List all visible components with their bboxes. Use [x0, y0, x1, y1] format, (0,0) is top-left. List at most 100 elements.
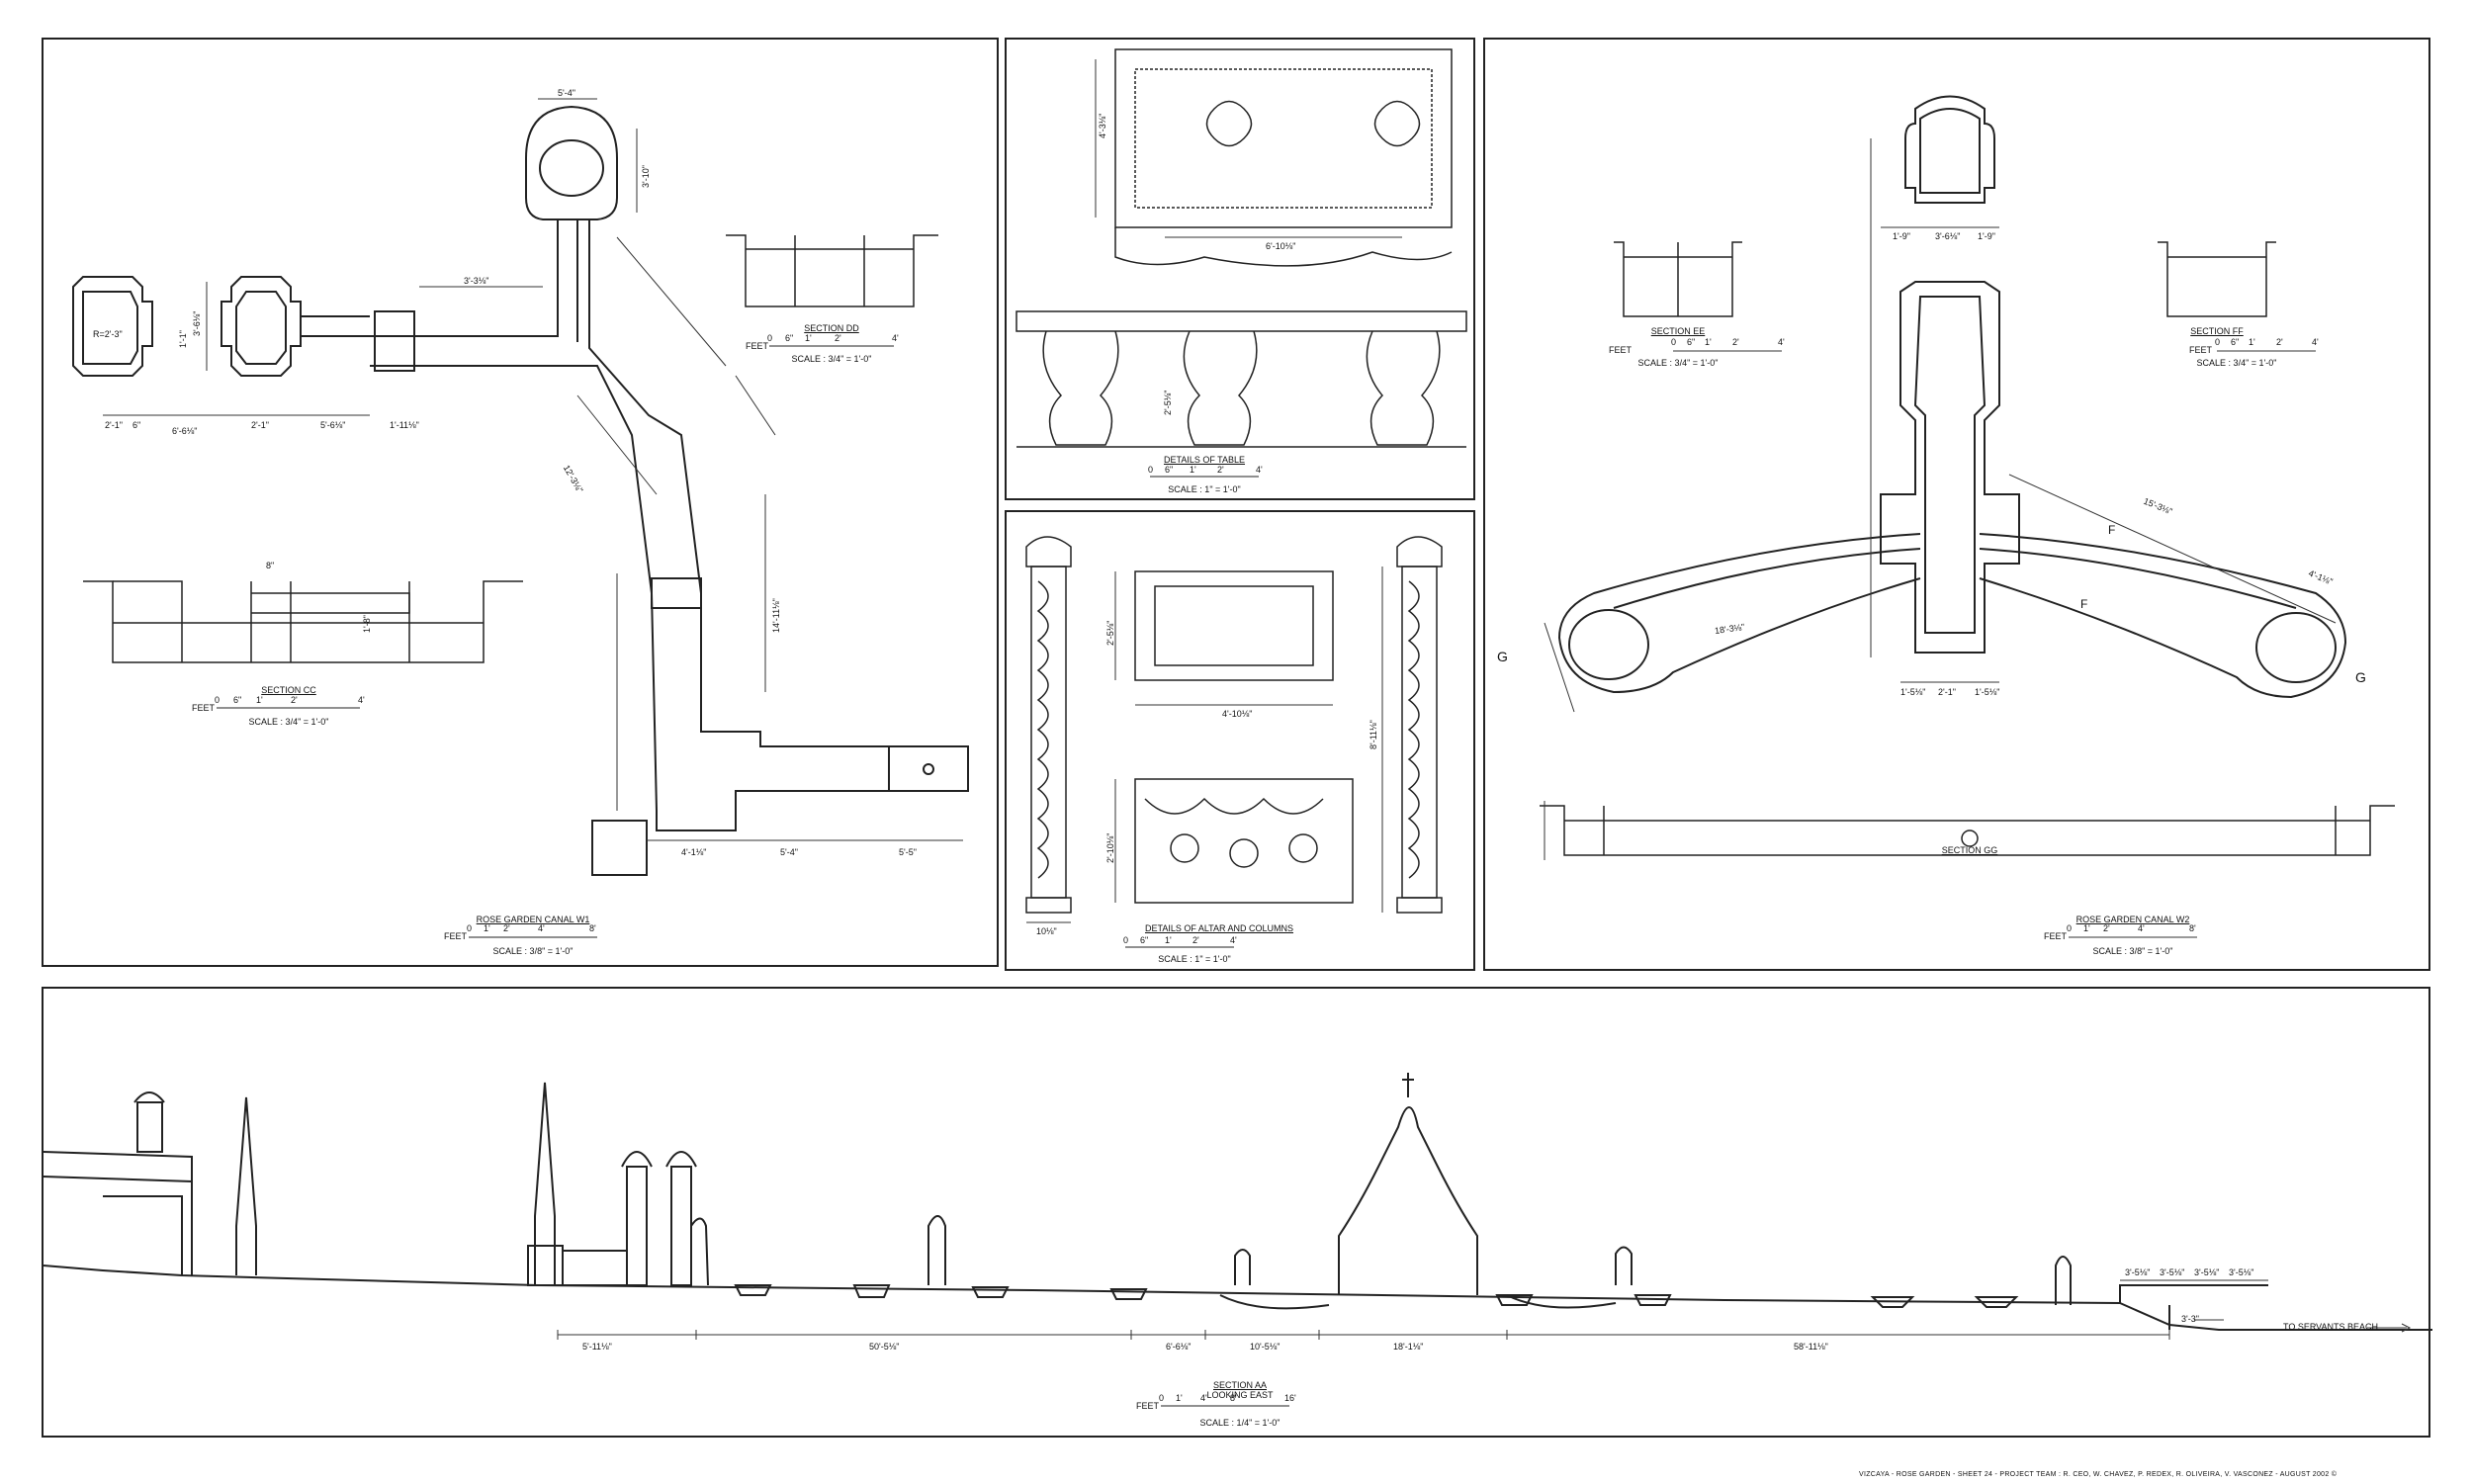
dim-w1-2: 3'-10" [641, 165, 651, 188]
dim-w1-8: 2'-1" [251, 420, 269, 430]
section-ff-tick-4: 4' [2312, 337, 2319, 347]
table-tick-3: 2' [1217, 465, 1224, 475]
aa-tick-2: 4' [1200, 1393, 1207, 1403]
section-ee-scale: SCALE : 3/4" = 1'-0" [1637, 358, 1719, 368]
section-ee-tick-1: 6" [1687, 337, 1696, 347]
aa-dim-3: 6'-6⅛" [1166, 1342, 1192, 1352]
aa-dim-1: 5'-11⅛" [582, 1342, 612, 1352]
dim-w1-14: 1'-8" [362, 615, 372, 633]
dim-w1-4: R=2'-3" [93, 329, 123, 339]
dim-w1-16: 4'-1⅛" [681, 847, 707, 857]
w2-dim-7: 1'-5⅛" [1900, 687, 1926, 697]
table-title: DETAILS OF TABLE [1163, 455, 1246, 465]
altar-dim-4: 8'-11⅛" [1368, 720, 1378, 749]
section-dd-tick-0: 0 [767, 333, 773, 343]
aa-dim-2: 50'-5⅛" [869, 1342, 900, 1352]
altar-title: DETAILS OF ALTAR AND COLUMNS [1144, 923, 1294, 933]
aa-dim-6: 58'-11⅛" [1794, 1342, 1828, 1352]
aa-step-2: 3'-5⅛" [2160, 1267, 2185, 1277]
dim-w1-15: 14'-11⅛" [771, 598, 781, 633]
section-ff-tick-0: 0 [2215, 337, 2221, 347]
dim-w1-3: 3'-3⅛" [464, 276, 489, 286]
canal-w1-plan-drawing [72, 98, 969, 938]
dim-w1-17: 5'-4" [780, 847, 798, 857]
w2-dim-1: 1'-9" [1893, 231, 1910, 241]
altar-drawing [1025, 536, 1443, 948]
table-dim-3: 2'-5⅛" [1163, 390, 1173, 415]
canal-w1-scale: SCALE : 3/8" = 1'-0" [492, 946, 574, 956]
dim-w1-12: 3'-6⅛" [192, 310, 202, 336]
section-aa-title: SECTION AA [1212, 1380, 1268, 1390]
canal-w2-tick-1: 1' [2083, 923, 2090, 933]
sheet-footer: VIZCAYA - ROSE GARDEN - SHEET 24 - PROJE… [1859, 1471, 2338, 1478]
section-cc-scale: SCALE : 3/4" = 1'-0" [248, 717, 329, 727]
aa-step-1: 3'-5⅛" [2125, 1267, 2151, 1277]
altar-tick-2: 1' [1165, 935, 1172, 945]
altar-dim-2: 2'-5⅛" [1105, 620, 1115, 646]
w2-dim-2: 3'-6⅛" [1935, 231, 1961, 241]
section-cc-tick-3: 2' [291, 695, 298, 705]
table-scale: SCALE : 1" = 1'-0" [1168, 484, 1241, 494]
dim-w1-10: 1'-11⅛" [390, 420, 419, 430]
aa-to-label: TO SERVANTS BEACH [2283, 1322, 2379, 1332]
section-aa-subtitle: LOOKING EAST [1206, 1390, 1274, 1400]
w2-f-top: F [2108, 523, 2116, 537]
altar-dim-5: 10⅛" [1036, 926, 1057, 936]
section-cc-title: SECTION CC [261, 685, 316, 695]
altar-scale: SCALE : 1" = 1'-0" [1158, 954, 1231, 964]
aa-step-3: 3'-5⅛" [2194, 1267, 2220, 1277]
canal-w2-tick-0: 0 [2067, 923, 2073, 933]
panel-section-aa: 5'-11⅛" 50'-5⅛" 6'-6⅛" 10'-5⅛" 18'-1⅛" 5… [42, 987, 2432, 1438]
section-ee-tick-4: 4' [1778, 337, 1785, 347]
dim-w1-18: 5'-5" [899, 847, 917, 857]
dim-w1-6: 6" [132, 420, 141, 430]
dim-w1-1: 5'-4" [558, 88, 575, 98]
section-dd-tick-1: 6" [785, 333, 794, 343]
section-ff-title: SECTION FF [2190, 326, 2244, 336]
aa-tick-0: 0 [1159, 1393, 1165, 1403]
section-ee-feet: FEET [1609, 345, 1633, 355]
table-tick-0: 0 [1148, 465, 1154, 475]
panel-canal-w1: SECTION DD SCALE : 3/4" = 1'-0" FEET 0 6… [42, 38, 999, 967]
section-cc-feet: FEET [192, 703, 216, 713]
canal-w1-title: ROSE GARDEN CANAL W1 [476, 915, 590, 924]
section-dd-feet: FEET [746, 341, 769, 351]
w2-dim-9: 1'-5⅛" [1975, 687, 2000, 697]
canal-w2-title: ROSE GARDEN CANAL W2 [2075, 915, 2190, 924]
canal-w2-plan-drawing [1540, 95, 2395, 938]
canal-w1-tick-4: 8' [589, 923, 596, 933]
panel-canal-w2: 1'-9" 3'-6⅛" 1'-9" 15'-3⅛" 4'-1⅛" 18'-3⅛… [1483, 38, 2430, 971]
panel-details-altar: 4'-10⅛" 2'-5⅛" 2'-10⅛" 8'-11⅛" 10⅛" DETA… [1005, 510, 1475, 971]
dim-w1-13: 8" [266, 561, 275, 570]
canal-w2-tick-3: 4' [2138, 923, 2145, 933]
section-dd-tick-2: 1' [805, 333, 812, 343]
section-ff-feet: FEET [2189, 345, 2213, 355]
section-aa-feet: FEET [1136, 1401, 1160, 1411]
section-ff-scale: SCALE : 3/4" = 1'-0" [2196, 358, 2277, 368]
canal-w1-tick-1: 1' [484, 923, 490, 933]
section-cc-tick-0: 0 [215, 695, 221, 705]
section-ff-tick-1: 6" [2231, 337, 2240, 347]
aa-tick-1: 1' [1176, 1393, 1183, 1403]
section-ee-tick-2: 1' [1705, 337, 1712, 347]
section-ee-tick-3: 2' [1732, 337, 1739, 347]
section-cc-tick-1: 6" [233, 695, 242, 705]
section-cc-tick-2: 1' [256, 695, 263, 705]
table-tick-4: 4' [1256, 465, 1263, 475]
canal-w2-tick-2: 2' [2103, 923, 2110, 933]
canal-w1-tick-2: 2' [503, 923, 510, 933]
panel-details-table: 6'-10⅛" 4'-3⅛" 2'-5⅛" DETAILS OF TABLE S… [1005, 38, 1475, 500]
section-ff-tick-3: 2' [2276, 337, 2283, 347]
section-gg-title: SECTION GG [1941, 845, 1998, 855]
table-dim-1: 6'-10⅛" [1266, 241, 1296, 251]
altar-tick-0: 0 [1123, 935, 1129, 945]
aa-tick-4: 16' [1284, 1393, 1296, 1403]
altar-tick-4: 4' [1230, 935, 1237, 945]
dim-w1-11: 1'-1" [178, 330, 188, 348]
w2-dim-3: 1'-9" [1978, 231, 1995, 241]
table-tick-1: 6" [1165, 465, 1174, 475]
table-dim-2: 4'-3⅛" [1098, 113, 1107, 138]
canal-w1-tick-0: 0 [467, 923, 473, 933]
section-aa-elevation-drawing [43, 1073, 2432, 1407]
altar-dim-3: 2'-10⅛" [1105, 832, 1115, 863]
